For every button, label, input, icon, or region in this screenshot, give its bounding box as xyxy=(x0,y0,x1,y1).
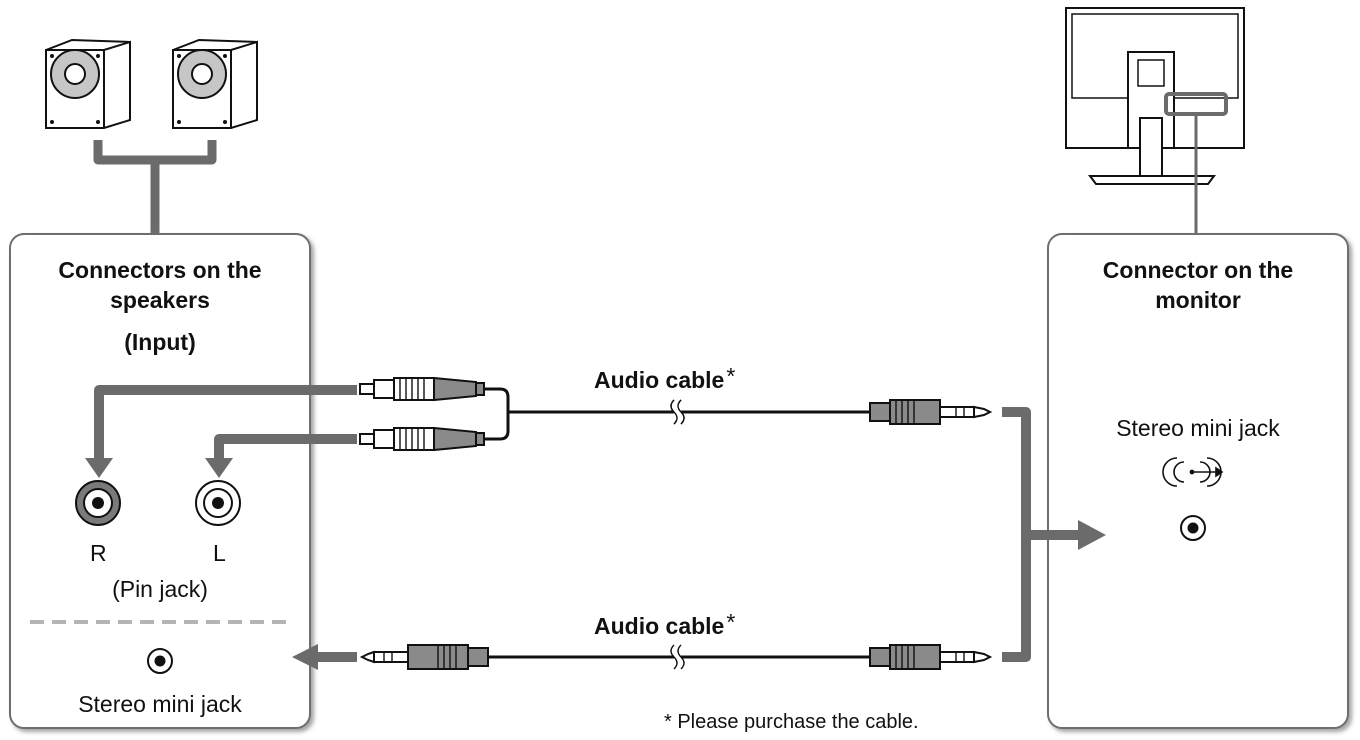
left-panel-title-line1: Connectors on the xyxy=(58,257,261,283)
speaker-icon xyxy=(45,38,131,129)
pin-jack-label: (Pin jack) xyxy=(112,576,208,602)
rca-plug-icon xyxy=(359,376,485,402)
left-stereo-mini-jack-label: Stereo mini jack xyxy=(78,691,242,717)
right-stereo-mini-jack-label: Stereo mini jack xyxy=(1116,415,1280,441)
routing-arrows xyxy=(94,385,1080,662)
speaker-connector-line xyxy=(93,140,217,235)
top-cable-label: Audio cable* xyxy=(594,363,735,393)
monitor-icon xyxy=(1065,7,1245,185)
bottom-cable-asterisk: * xyxy=(726,609,735,635)
footnote: * Please purchase the cable. xyxy=(664,711,919,733)
right-stereo-mini-jack xyxy=(1180,515,1206,541)
mini-plug-icon xyxy=(869,399,993,425)
top-cable-asterisk: * xyxy=(726,363,735,389)
jack-r-label: R xyxy=(90,540,107,566)
bottom-cable-label: Audio cable* xyxy=(594,609,735,639)
right-panel xyxy=(1047,233,1349,729)
top-cable-label-text: Audio cable xyxy=(594,367,724,393)
pin-jack-l xyxy=(195,480,241,526)
top-audio-cable xyxy=(359,376,993,452)
left-panel-subtitle: (Input) xyxy=(124,329,196,355)
arrow-icon xyxy=(85,458,1106,670)
left-panel xyxy=(9,233,311,729)
bottom-cable-label-text: Audio cable xyxy=(594,613,724,639)
audio-out-icon xyxy=(1162,457,1224,487)
bottom-audio-cable xyxy=(359,644,993,670)
pin-jack-r xyxy=(75,480,121,526)
mini-plug-icon xyxy=(869,644,993,670)
left-stereo-mini-jack xyxy=(147,648,173,674)
mini-plug-icon xyxy=(359,644,489,670)
right-panel-title-line1: Connector on the xyxy=(1103,257,1293,283)
rca-plug-icon xyxy=(359,426,485,452)
speaker-icon xyxy=(172,38,258,129)
left-panel-title-line2: speakers xyxy=(110,287,210,313)
jack-l-label: L xyxy=(213,540,226,566)
right-panel-title-line2: monitor xyxy=(1155,287,1241,313)
